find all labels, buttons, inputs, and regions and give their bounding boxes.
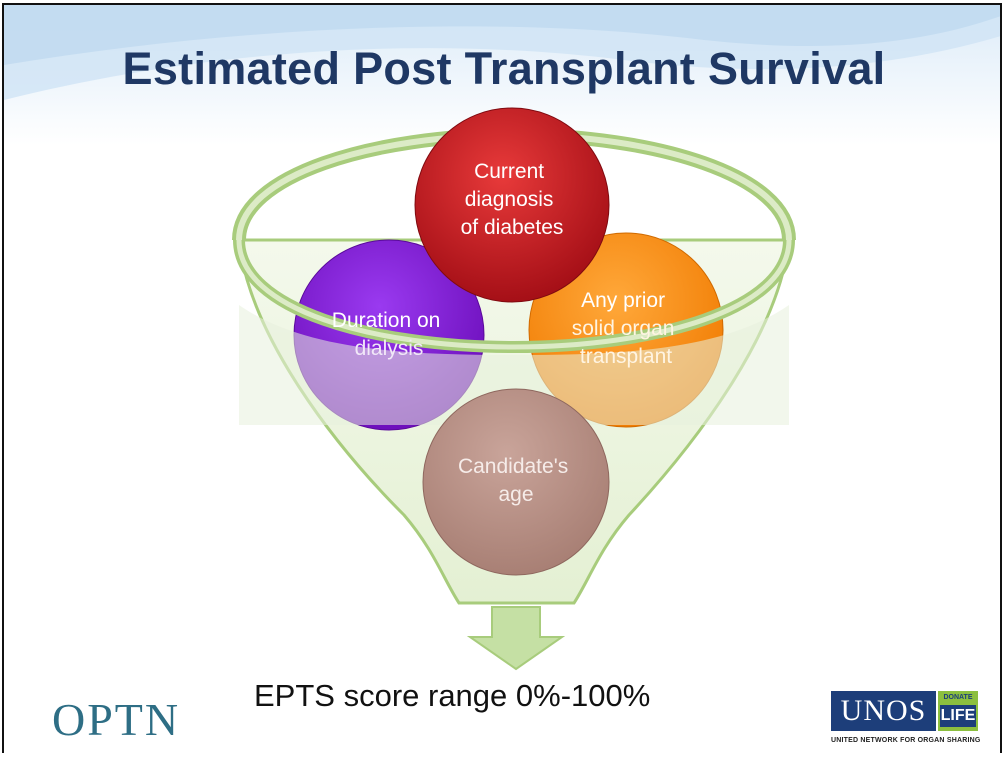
epts-score-range: EPTS score range 0%-100%	[254, 678, 651, 713]
slide-title: Estimated Post Transplant Survival	[122, 43, 886, 94]
optn-logo: OPTN	[52, 694, 181, 745]
funnel-front-tint	[239, 305, 789, 425]
unos-tagline: UNITED NETWORK FOR ORGAN SHARING	[831, 737, 981, 744]
slide: Estimated Post Transplant Survival	[2, 3, 1002, 753]
factor-label-duration: Duration on dialysis	[332, 309, 446, 360]
unos-logo-text: UNOS	[831, 691, 936, 731]
donate-life-badge: DONATE LIFE	[938, 691, 978, 731]
factor-circle-age	[422, 388, 610, 576]
factor-label-age: Candidate's age	[458, 455, 574, 506]
output-arrow	[466, 606, 566, 671]
factor-label-prior-transplant: Any prior solid organ transplant	[572, 289, 681, 368]
donate-label: DONATE	[943, 694, 973, 701]
factor-label-diabetes: Current diagnosis of diabetes	[461, 160, 564, 239]
unos-donate-life-logo: UNOS DONATE LIFE UNITED NETWORK FOR ORGA…	[831, 691, 991, 753]
funnel-diagram: Current diagnosis of diabetes Duration o…	[232, 107, 796, 671]
life-label: LIFE	[940, 705, 976, 727]
factor-circle-diabetes	[414, 107, 610, 303]
